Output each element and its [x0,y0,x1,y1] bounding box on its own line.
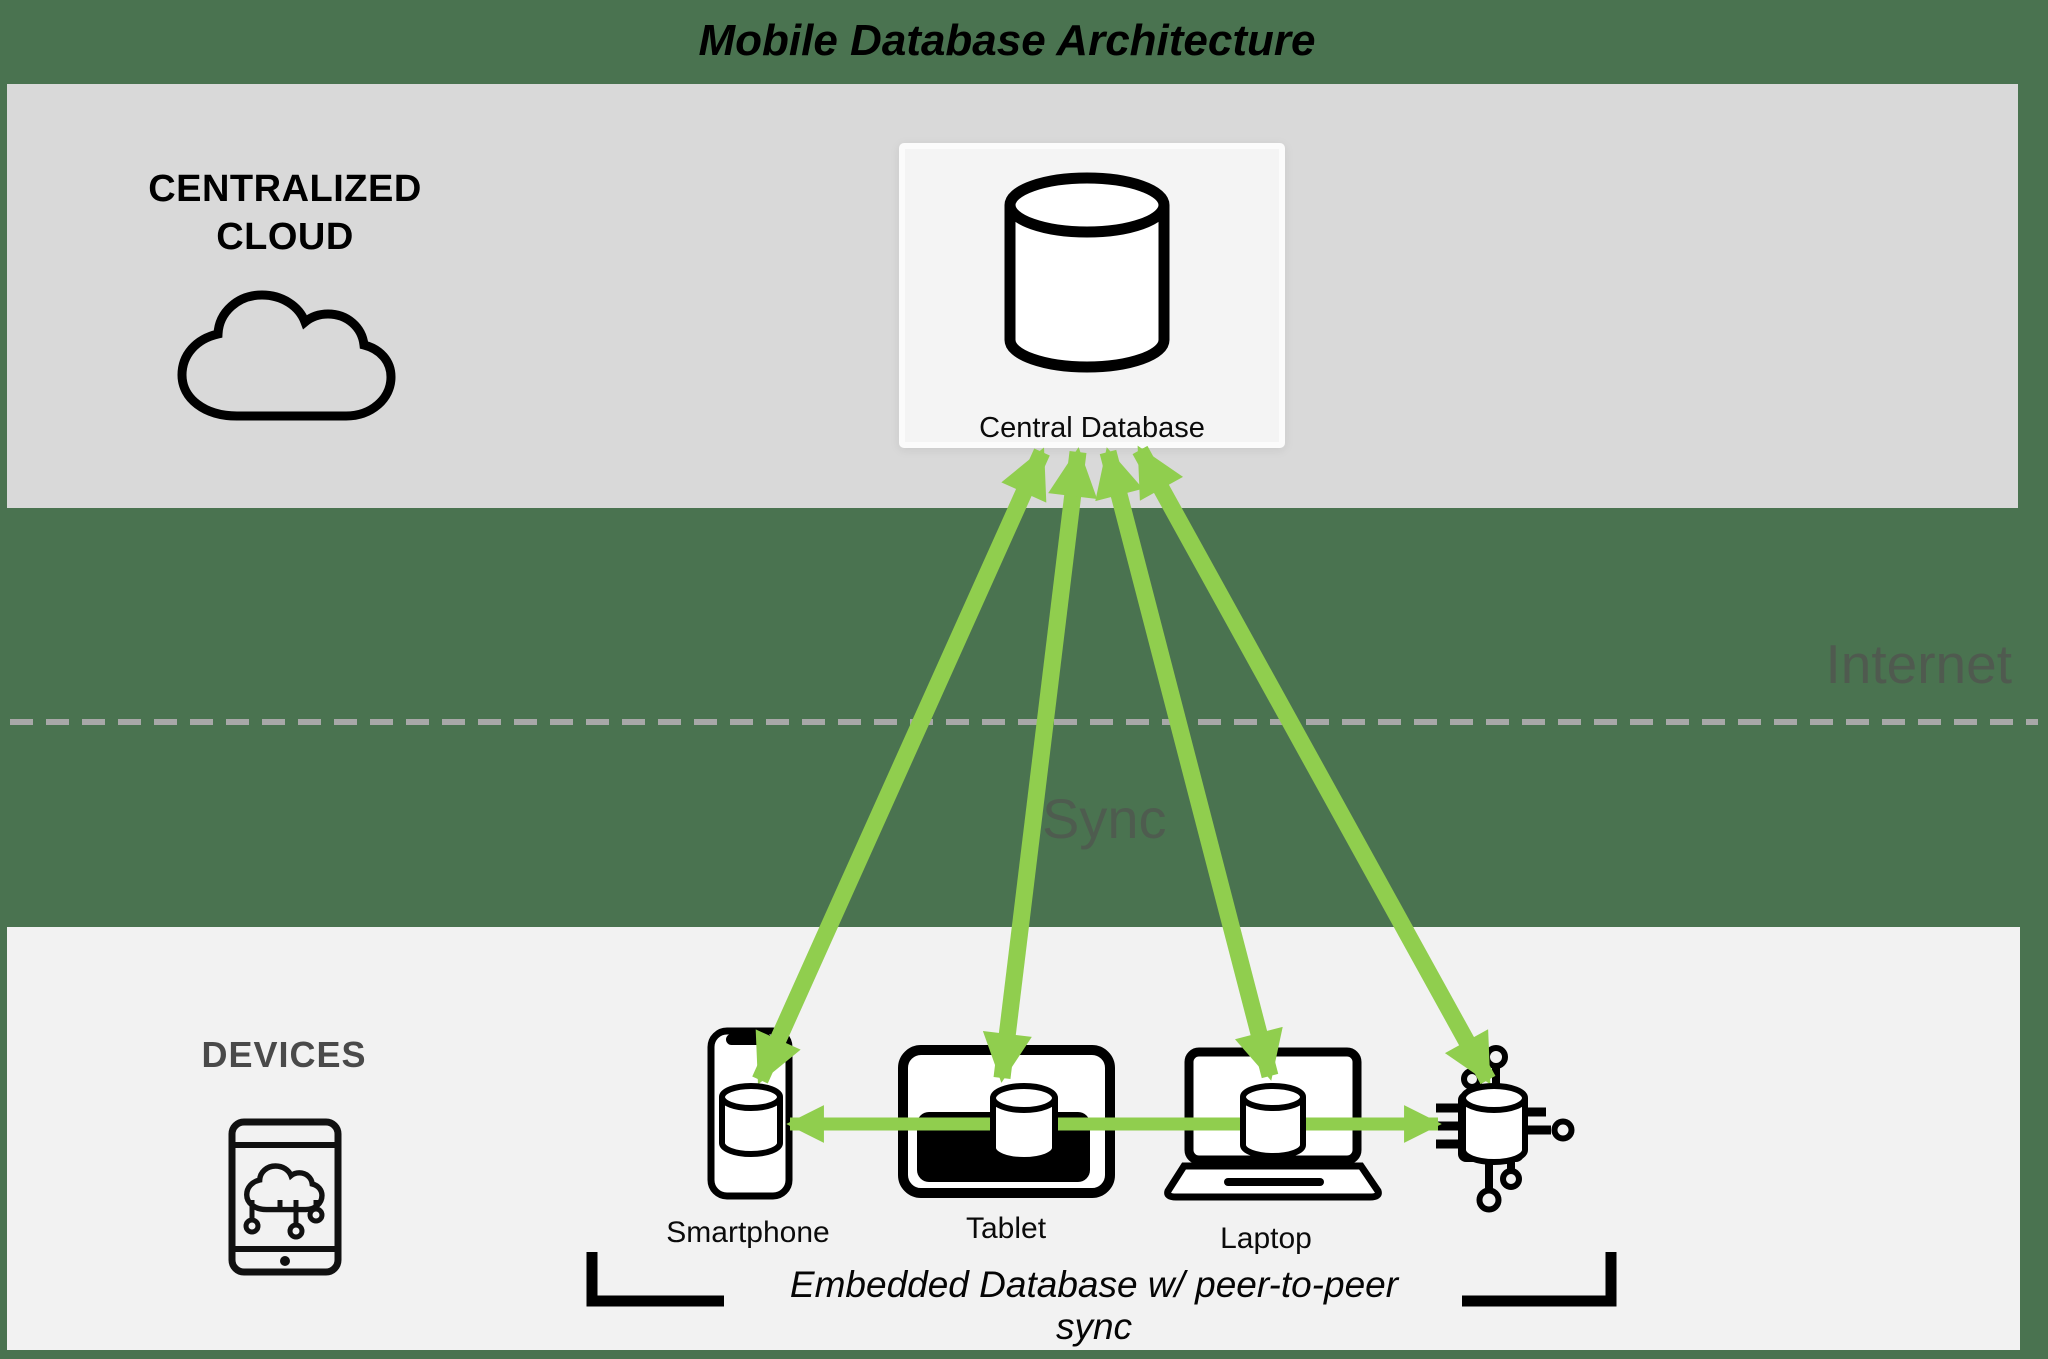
tablet-label: Tablet [965,1212,1047,1245]
centralized-cloud-label: CENTRALIZED CLOUD [148,168,422,258]
smartphone-label: Smartphone [666,1216,830,1249]
internet-label: Internet [1825,633,2012,695]
internet-divider-dashed-line [10,719,2038,725]
central-database-label: Central Database [979,412,1205,444]
devices-zone-label: DEVICES [201,1034,367,1075]
sync-label: Sync [1042,787,1167,850]
central-database-card [899,143,1285,448]
page-title: Mobile Database Architecture [698,16,1316,65]
embedded-database-bracket-label: Embedded Database w/ peer-to-peer sync [789,1264,1399,1347]
laptop-label: Laptop [1220,1222,1312,1255]
